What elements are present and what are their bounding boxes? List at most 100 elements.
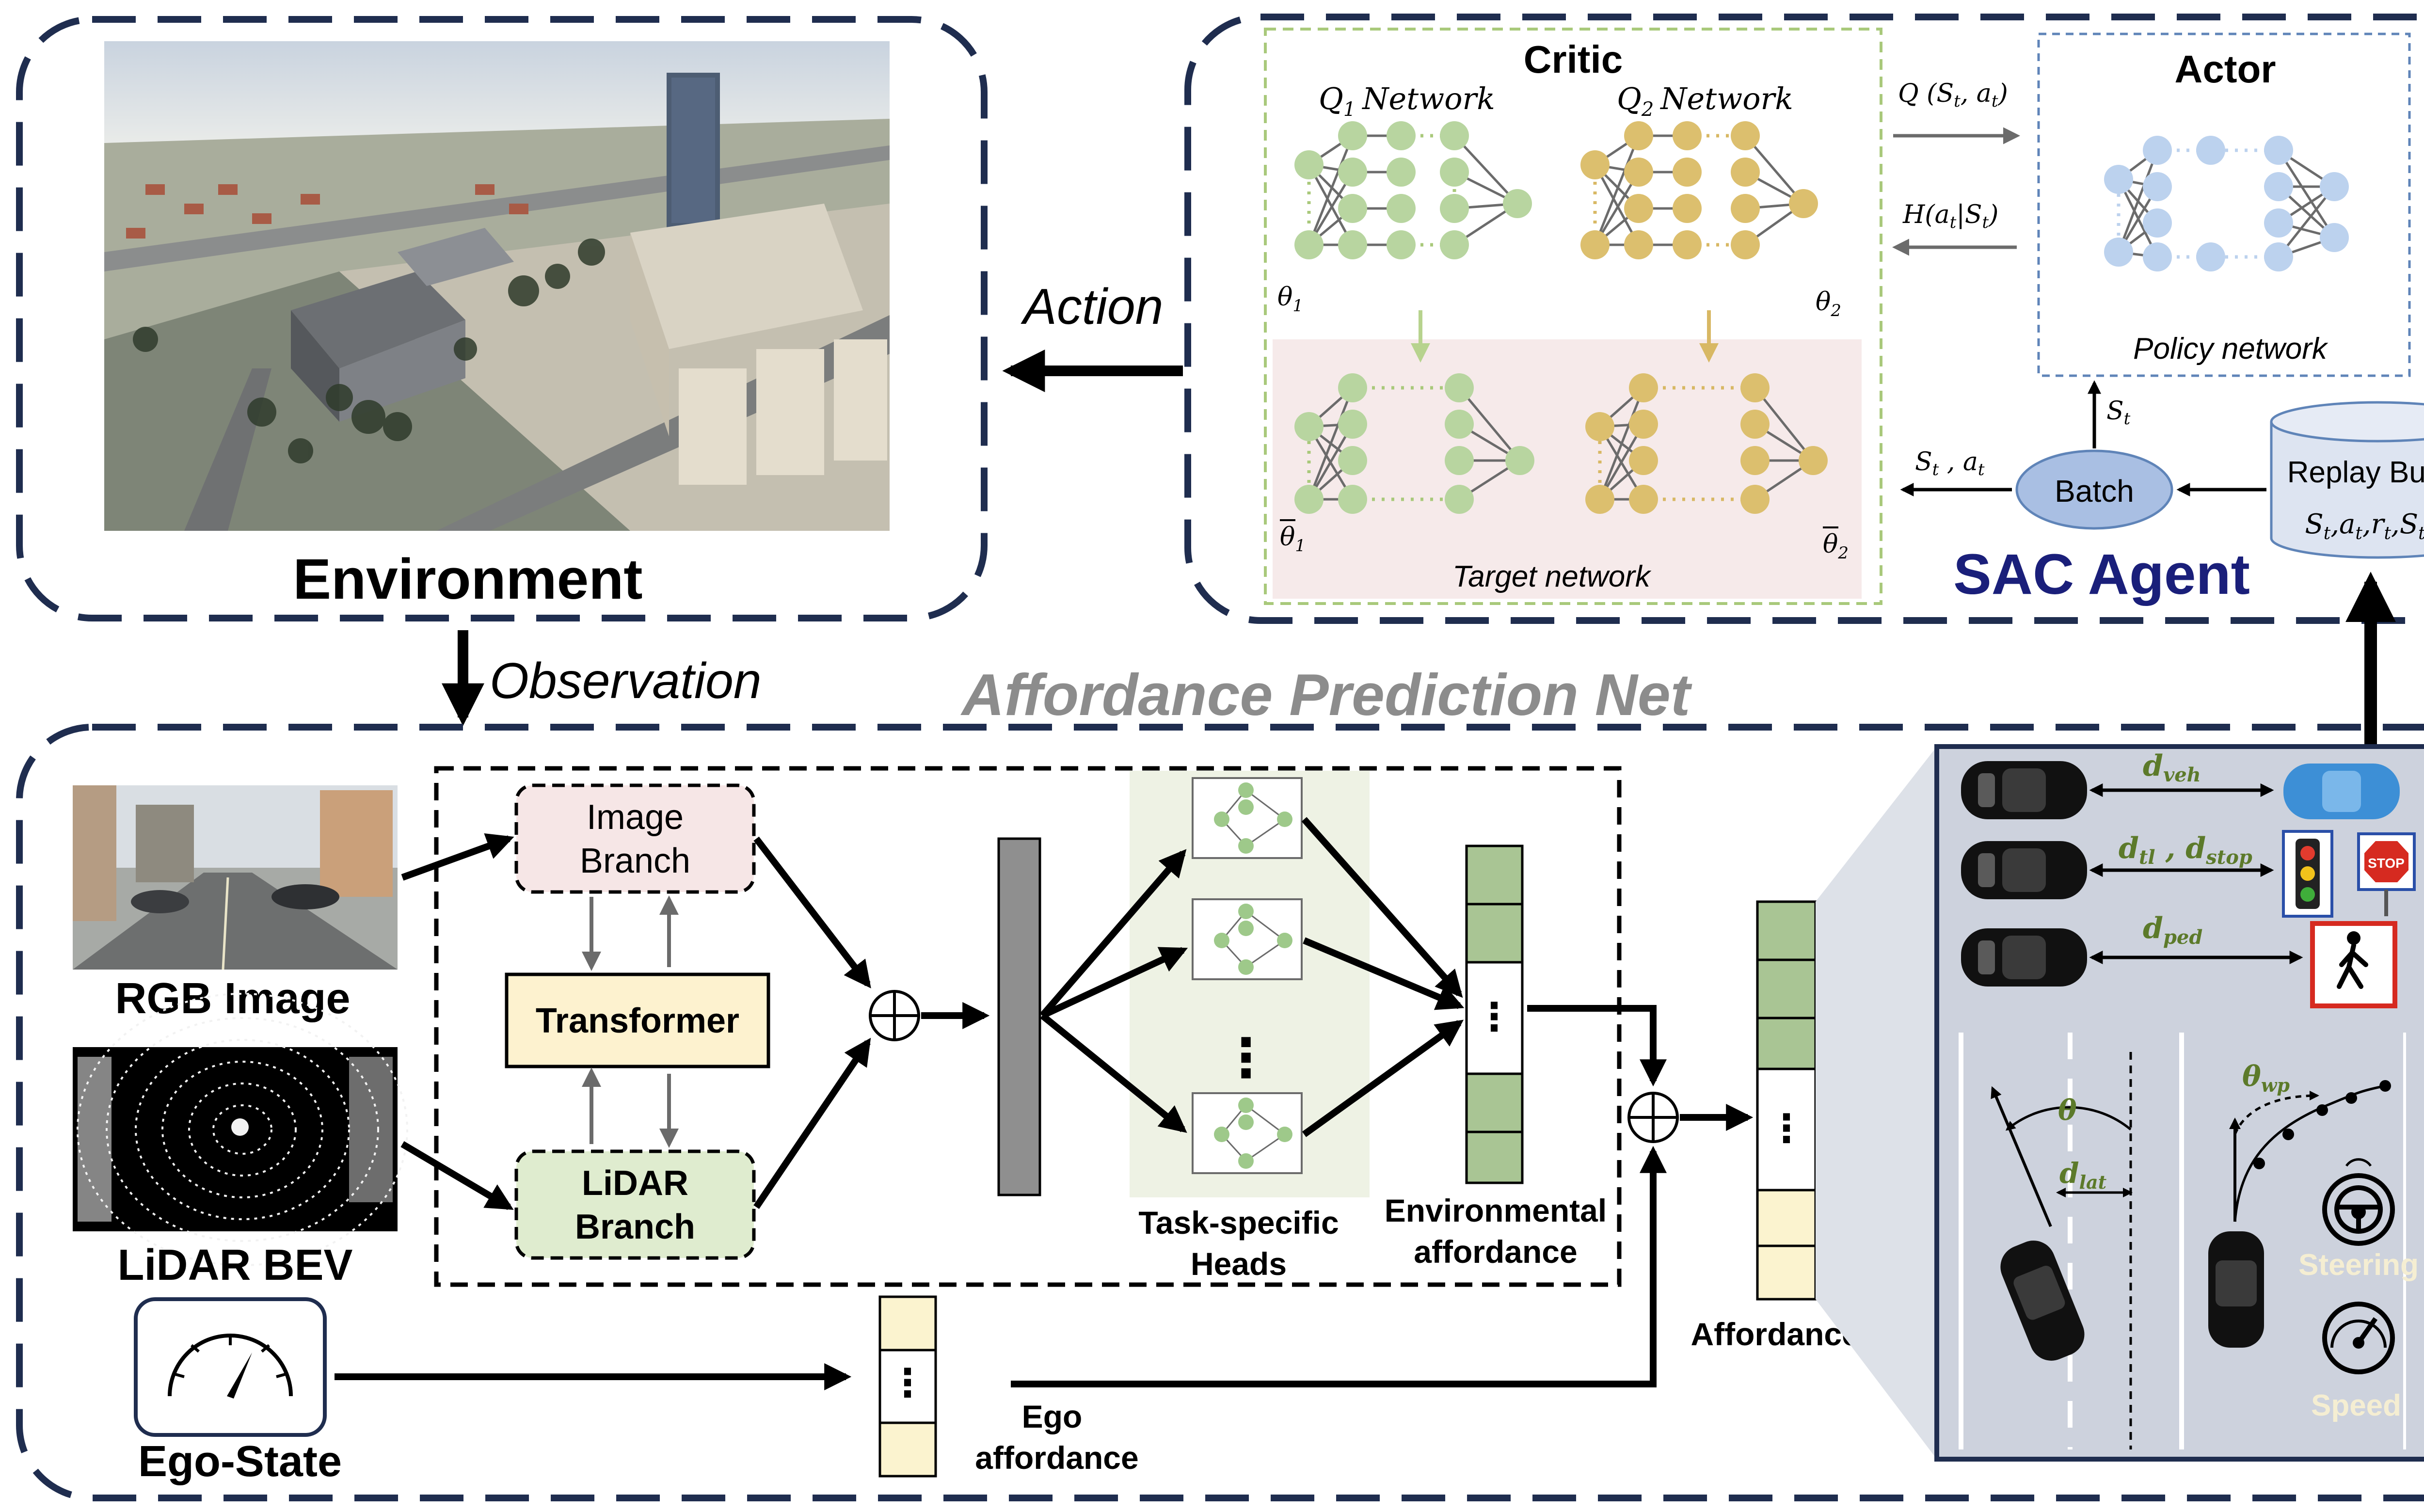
rgb-image bbox=[73, 785, 398, 970]
sac-agent-title: SAC Agent bbox=[1953, 542, 2250, 606]
env-aff-label-line1: Environmental bbox=[1385, 1193, 1607, 1228]
fusion-plus-1 bbox=[869, 990, 920, 1041]
pedestrian-sign-icon bbox=[2310, 921, 2397, 1008]
ego-state-icon bbox=[134, 1297, 327, 1437]
action-label: Action bbox=[1020, 279, 1163, 335]
zoom-projection bbox=[1816, 747, 1937, 1459]
lidar-branch-line2: Branch bbox=[575, 1208, 695, 1246]
affordances-ellipsis: ⋮ bbox=[1767, 1107, 1806, 1150]
q2-network bbox=[1580, 121, 1818, 259]
image-branch-line1: Image bbox=[587, 798, 684, 837]
action-arrow: Action bbox=[1002, 279, 1183, 392]
st-at-label: St , at bbox=[1915, 447, 1985, 479]
lidar-bev-label: LiDAR BEV bbox=[117, 1241, 352, 1289]
replay-buffer-title: Replay Buffer bbox=[2287, 456, 2424, 489]
ego-aff-to-fusion-arrow bbox=[1011, 1146, 1667, 1387]
theta1-bar-label: θ1 bbox=[1280, 523, 1306, 556]
lidar-branch: LiDAR Branch bbox=[514, 1149, 756, 1260]
target-q1-network bbox=[1294, 373, 1534, 514]
environment-title: Environment bbox=[293, 547, 642, 611]
policy-network bbox=[2104, 136, 2349, 271]
ego-state-label: Ego-State bbox=[138, 1437, 342, 1486]
task-head-3 bbox=[1192, 1092, 1303, 1174]
task-head-2 bbox=[1192, 898, 1303, 980]
critic-title: Critic bbox=[1524, 38, 1623, 81]
environmental-affordance-vector bbox=[1465, 844, 1524, 1184]
env-aff-ellipsis: ⋮ bbox=[1475, 995, 1514, 1038]
theta-wp-label: θwp bbox=[2242, 1060, 2290, 1096]
d-tl-dstop-label: dtl , dstop bbox=[2119, 831, 2252, 869]
stop-sign-icon: STOP bbox=[2357, 832, 2416, 916]
speed-label: Speed bbox=[2311, 1389, 2401, 1422]
ego-car-icon-1 bbox=[1961, 761, 2087, 819]
apn-title: Affordance Prediction Net bbox=[960, 662, 1692, 728]
heading-car-icon bbox=[2000, 1241, 2085, 1361]
feature-to-heads-arrows bbox=[1039, 849, 1188, 1133]
observation-label: Observation bbox=[490, 653, 762, 709]
environment-render-image bbox=[104, 41, 890, 531]
rgb-to-image-branch-arrow bbox=[401, 833, 514, 881]
image-branch-line2: Branch bbox=[580, 842, 690, 880]
target-q2-network bbox=[1585, 373, 1828, 514]
lead-vehicle-icon bbox=[2283, 764, 2400, 819]
actor-title: Actor bbox=[2175, 48, 2276, 91]
st-label: St bbox=[2106, 397, 2131, 429]
image-branch: Image Branch bbox=[514, 783, 756, 894]
batch-node: Batch bbox=[2015, 449, 2173, 530]
steering-label: Steering bbox=[2298, 1248, 2419, 1282]
ego-car-icon-2 bbox=[1961, 841, 2087, 899]
heads-to-env-aff-arrows bbox=[1301, 817, 1465, 1137]
environment-panel: Environment bbox=[16, 16, 988, 621]
theta2-label: θ2 bbox=[1816, 287, 1841, 320]
lane-lines bbox=[1959, 1033, 2406, 1449]
apn-panel: Affordance Prediction Net RGB Image bbox=[16, 662, 2424, 1501]
batch-label: Batch bbox=[2055, 474, 2134, 509]
theta-label: θ bbox=[2058, 1094, 2077, 1127]
heads-label-line1: Task-specific bbox=[1138, 1205, 1339, 1241]
lidar-to-lidar-branch-arrow bbox=[400, 1141, 514, 1210]
transformer-block: Transformer bbox=[505, 972, 770, 1068]
heads-ellipsis: ⋮ bbox=[1219, 1028, 1273, 1088]
backbone-box bbox=[434, 766, 1622, 1287]
heads-label-line2: Heads bbox=[1191, 1246, 1287, 1282]
target-network-label: Target network bbox=[1452, 560, 1652, 593]
replay-buffer: Replay Buffer St,at,rt,St+1 bbox=[2270, 401, 2424, 559]
waypoint-car-icon bbox=[2208, 1231, 2264, 1348]
theta1-label: θ1 bbox=[1277, 283, 1303, 316]
env-aff-label-line2: affordance bbox=[1414, 1234, 1577, 1270]
entropy-message: H(at|St) bbox=[1902, 200, 1998, 232]
task-head-1 bbox=[1192, 777, 1303, 859]
theta2-bar-label: θ2 bbox=[1823, 530, 1849, 563]
ego-aff-label-line1: Ego bbox=[1022, 1399, 1083, 1434]
rgb-image-label: RGB Image bbox=[115, 974, 350, 1023]
q-value-message: Q (St, at) bbox=[1898, 79, 2008, 111]
ego-aff-ellipsis: ⋮ bbox=[888, 1361, 927, 1404]
lidar-bev-image bbox=[73, 993, 408, 1266]
ego-aff-label-line2: affordance bbox=[975, 1440, 1138, 1476]
d-veh-label: dveh bbox=[2143, 749, 2201, 786]
ego-car-icon-3 bbox=[1961, 928, 2087, 987]
d-ped-label: dped bbox=[2143, 911, 2202, 949]
affordances-vector bbox=[1756, 900, 1817, 1301]
affordance-illustration-panel: dveh dtl , dstop STOP bbox=[1934, 744, 2424, 1462]
image-branch-to-fusion-arrow bbox=[753, 836, 871, 988]
transformer-label: Transformer bbox=[536, 1002, 739, 1040]
stop-sign-text: STOP bbox=[2368, 856, 2405, 871]
traffic-light-icon bbox=[2282, 830, 2333, 918]
replay-buffer-content: St,at,rt,St+1 bbox=[2305, 509, 2424, 543]
fusion-plus-2 bbox=[1627, 1092, 1679, 1143]
steering-wheel-icon bbox=[2322, 1158, 2395, 1246]
env-aff-to-fusion-arrow bbox=[1527, 1005, 1667, 1087]
feature-vector bbox=[997, 837, 1041, 1196]
ego-affordance-vector bbox=[878, 1295, 937, 1478]
speedometer-icon bbox=[2322, 1302, 2395, 1374]
q1-network bbox=[1294, 121, 1532, 259]
policy-network-label: Policy network bbox=[2133, 332, 2328, 366]
d-lat-label: dlat bbox=[2059, 1157, 2107, 1193]
actor-box: Actor bbox=[2037, 32, 2411, 377]
